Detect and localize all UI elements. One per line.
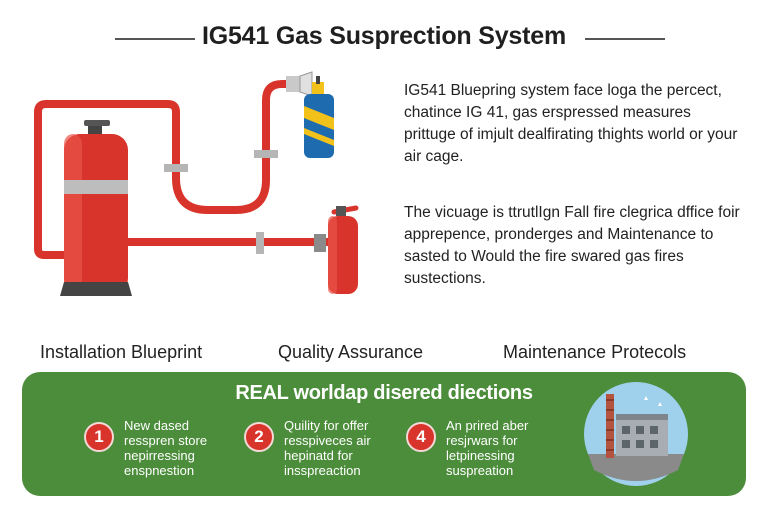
pipe-network — [34, 80, 334, 259]
step-item: 2 Quility for offer resspiveces air hepi… — [244, 418, 394, 482]
step-text: New dased resspren store nepirressing en… — [124, 418, 208, 478]
building-scene-icon — [584, 382, 688, 486]
red-gas-cylinder-icon — [60, 120, 132, 296]
pipe-clamp — [254, 150, 278, 158]
title-rule-left — [115, 38, 195, 40]
page-title: IG541 Gas Susprection System — [201, 22, 566, 50]
category-maintenance-protocols: Maintenance Protecols — [503, 342, 687, 362]
banner-title: REAL worldap disered diections — [235, 382, 533, 404]
description-paragraph-1: IG541 Bluepring system face loga the per… — [404, 82, 738, 165]
pipe-clamp — [164, 164, 188, 172]
discharge-nozzle-icon — [286, 71, 313, 97]
directions-banner: REAL worldap disered diections 1 New das… — [22, 372, 746, 496]
description-paragraph-2: The vicuage is ttrutlIgn Fall fire clegr… — [404, 204, 740, 287]
blue-gas-cylinder-icon — [304, 76, 334, 158]
category-labels: Installation Blueprint Quality Assurance… — [0, 342, 768, 366]
category-installation-blueprint: Installation Blueprint — [40, 342, 203, 362]
title-rule-right — [585, 38, 665, 40]
step-item: 1 New dased resspren store nepirressing … — [84, 418, 224, 482]
step-number-badge: 2 — [244, 422, 274, 452]
pipe-clamp — [314, 234, 326, 252]
pipe-clamp — [256, 232, 264, 254]
system-diagram — [34, 71, 359, 296]
fire-extinguisher-icon — [328, 205, 359, 294]
step-text: An prired aber resjrwars for letpinessin… — [446, 418, 529, 478]
step-item: 4 An prired aber resjrwars for letpiness… — [406, 418, 556, 482]
step-number-badge: 1 — [84, 422, 114, 452]
step-number-badge: 4 — [406, 422, 436, 452]
header: IG541 Gas Susprection System — [0, 20, 768, 60]
step-text: Quility for offer resspiveces air hepina… — [284, 418, 371, 478]
category-quality-assurance: Quality Assurance — [278, 342, 424, 362]
